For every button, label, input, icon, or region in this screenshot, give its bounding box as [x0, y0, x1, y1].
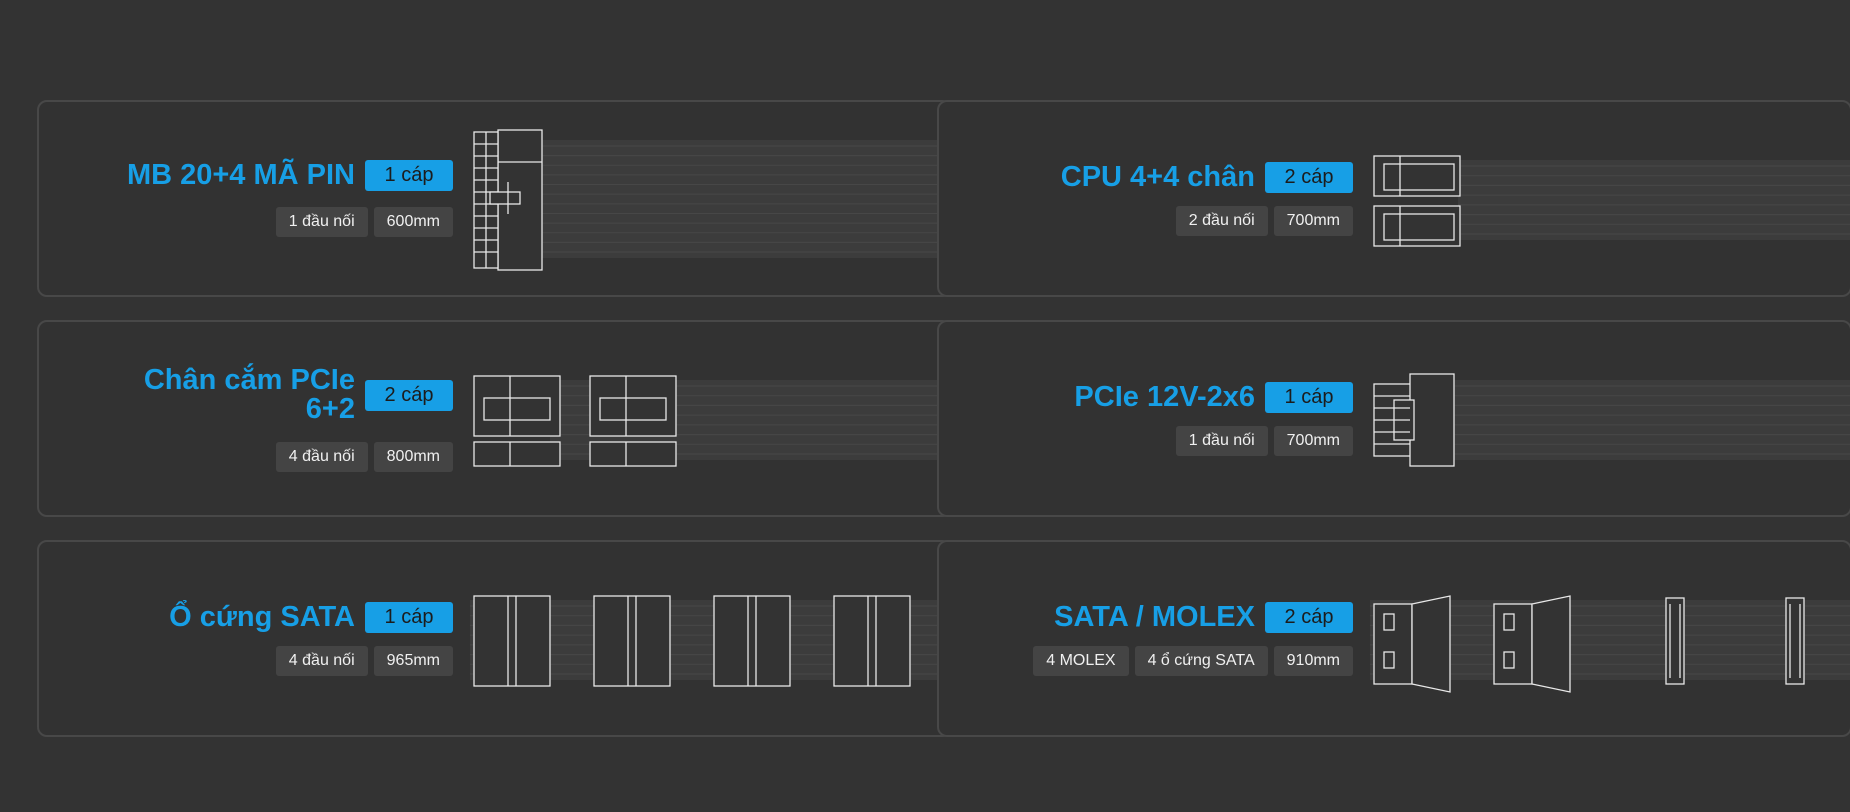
card-info: MB 20+4 MÃ PIN 1 cáp 1 đầu nối 600mm: [53, 102, 453, 295]
cable-length-chip: 965mm: [373, 646, 453, 676]
cable-card-sata-molex: SATA / MOLEX 2 cáp 4 MOLEX 4 ổ cứng SATA…: [937, 540, 1850, 737]
cable-card-cpu-4plus4: CPU 4+4 chân 2 cáp 2 đầu nối 700mm: [937, 100, 1850, 297]
card-info: Chân cắm PCIe 6+2 2 cáp 4 đầu nối 800mm: [53, 322, 453, 515]
cable-length-chip: 700mm: [1273, 426, 1353, 456]
card-info: CPU 4+4 chân 2 cáp 2 đầu nối 700mm: [953, 102, 1353, 295]
card-title: CPU 4+4 chân: [1060, 161, 1255, 193]
cpu-4plus4-connector-icon: [1370, 102, 1850, 295]
cable-card-mb-24pin: MB 20+4 MÃ PIN 1 cáp 1 đầu nối 600mm: [37, 100, 952, 297]
sata-connector-icon: [470, 542, 950, 735]
connector-count-chip: 2 đầu nối: [1175, 206, 1268, 236]
card-info: Ổ cứng SATA 1 cáp 4 đầu nối 965mm: [53, 542, 453, 735]
cable-count-badge: 1 cáp: [365, 160, 453, 191]
card-title: PCIe 12V-2x6: [1074, 381, 1255, 413]
atx-24pin-connector-icon: [470, 102, 950, 295]
card-title: SATA / MOLEX: [1054, 601, 1255, 633]
connector-count-chip: 1 đầu nối: [275, 207, 368, 237]
cable-count-badge: 2 cáp: [1265, 162, 1353, 193]
card-title: Chân cắm PCIe 6+2: [143, 364, 355, 425]
connector-count-chip: 4 đầu nối: [275, 442, 368, 472]
pcie-6plus2-connector-icon: [470, 322, 950, 515]
cable-length-chip: 600mm: [373, 207, 453, 237]
cable-count-badge: 1 cáp: [1265, 382, 1353, 413]
cable-card-pcie-12v-2x6: PCIe 12V-2x6 1 cáp 1 đầu nối 700mm: [937, 320, 1850, 517]
pcie-12v-2x6-connector-icon: [1370, 322, 1850, 515]
card-info: SATA / MOLEX 2 cáp 4 MOLEX 4 ổ cứng SATA…: [953, 542, 1353, 735]
molex-count-chip: 4 MOLEX: [1033, 646, 1129, 676]
card-title: Ổ cứng SATA: [169, 601, 355, 633]
cable-count-badge: 1 cáp: [365, 602, 453, 633]
cable-length-chip: 910mm: [1273, 646, 1353, 676]
connector-count-chip: 1 đầu nối: [1175, 426, 1268, 456]
card-info: PCIe 12V-2x6 1 cáp 1 đầu nối 700mm: [953, 322, 1353, 515]
cable-card-pcie-6plus2: Chân cắm PCIe 6+2 2 cáp 4 đầu nối 800mm: [37, 320, 952, 517]
cable-card-sata: Ổ cứng SATA 1 cáp 4 đầu nối 965mm: [37, 540, 952, 737]
cable-count-badge: 2 cáp: [1265, 602, 1353, 633]
sata-count-chip: 4 ổ cứng SATA: [1134, 646, 1268, 676]
cable-count-badge: 2 cáp: [365, 379, 453, 411]
card-title: MB 20+4 MÃ PIN: [126, 159, 355, 191]
cable-length-chip: 700mm: [1273, 206, 1353, 236]
molex-sata-connector-icon: [1370, 542, 1850, 735]
cable-length-chip: 800mm: [373, 442, 453, 472]
connector-count-chip: 4 đầu nối: [275, 646, 368, 676]
